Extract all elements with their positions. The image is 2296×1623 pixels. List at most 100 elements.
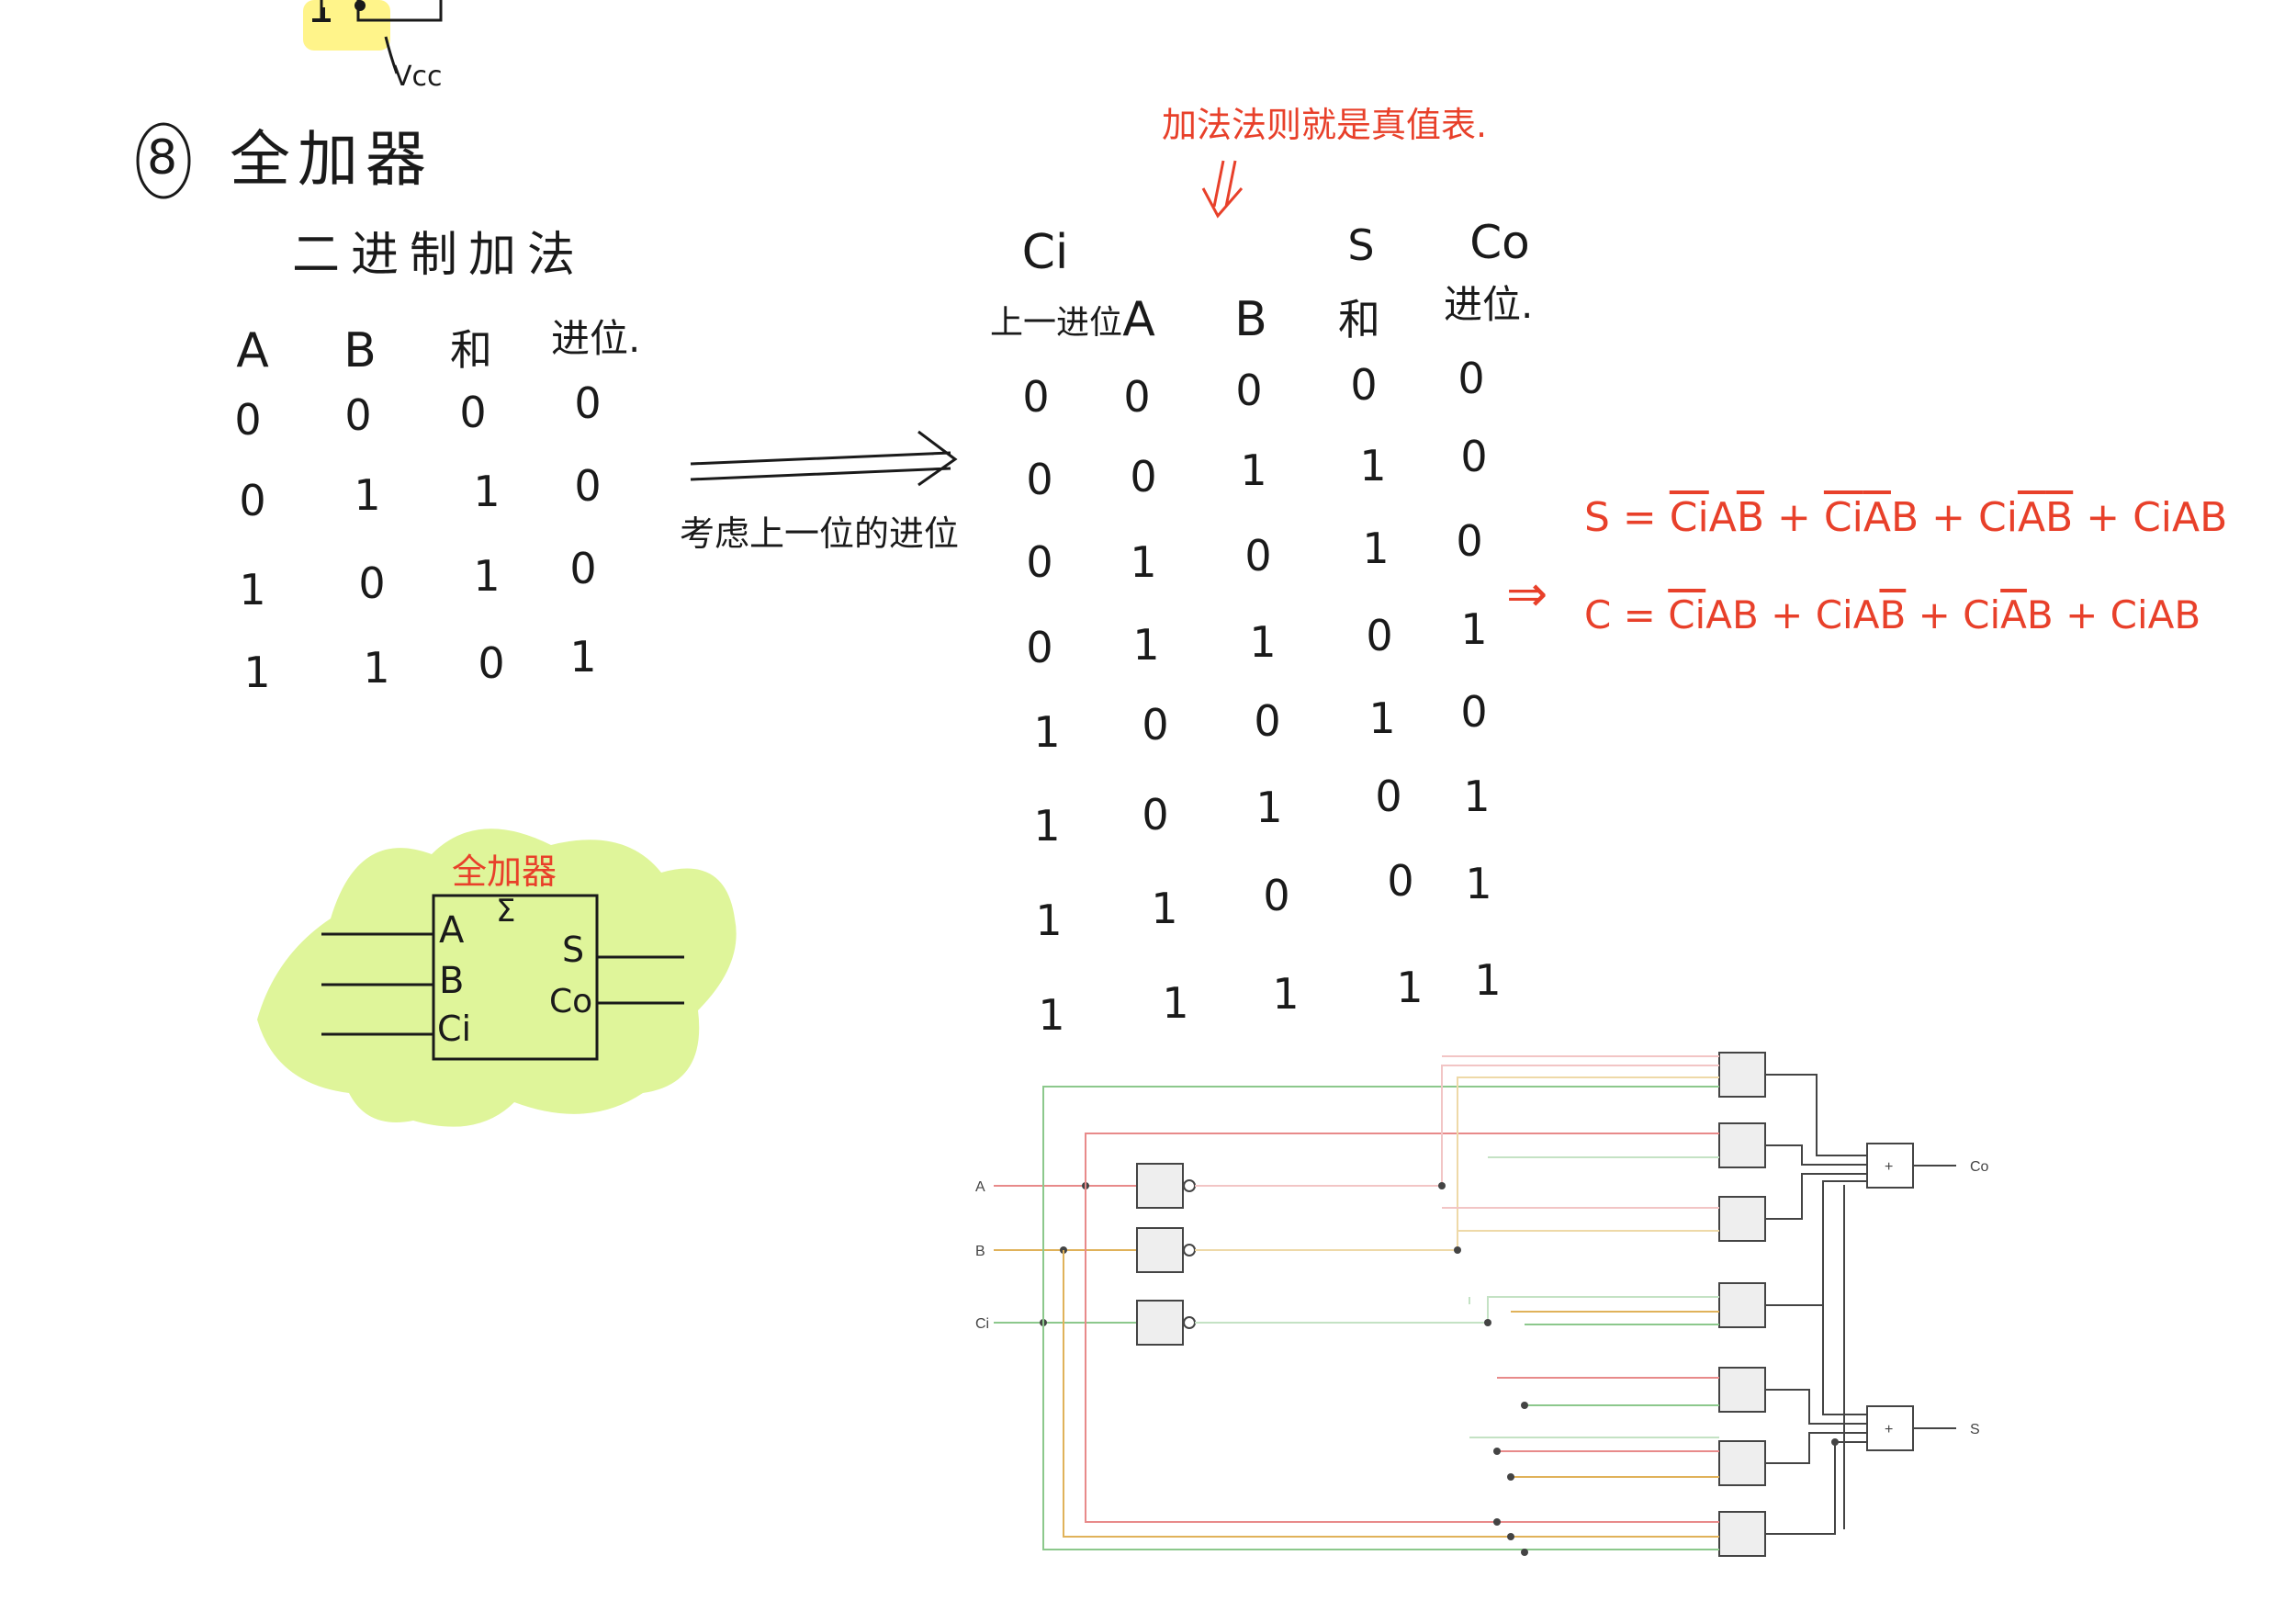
or-gate-symbol: +	[1885, 1422, 1893, 1437]
full-cell: 0	[1254, 696, 1281, 746]
literal-b: B	[1731, 592, 1759, 637]
literal-b: B	[2045, 494, 2074, 541]
circuit-input-label: A	[975, 1179, 985, 1195]
ci-trunk	[1042, 1086, 1719, 1323]
full-table-header-sum: 和	[1338, 295, 1380, 344]
plus-sign: +	[1906, 592, 1964, 637]
not-gate	[1136, 1227, 1184, 1273]
gate-output-wire	[1765, 1304, 1867, 1415]
full-cell: 0	[1123, 372, 1151, 422]
literal-b: B	[1890, 494, 1919, 541]
symbol-output-co: Co	[549, 983, 593, 1020]
junction-dot	[1521, 1549, 1528, 1556]
gate-output-wire	[1765, 1432, 1867, 1464]
full-table-top-s: S	[1347, 220, 1375, 270]
full-adder-block	[432, 894, 599, 1061]
subtitle: 二进制加法	[292, 228, 587, 283]
down-arrow	[1201, 160, 1244, 219]
gate-output-wire	[1765, 1074, 1867, 1156]
not-gate	[1136, 1163, 1184, 1209]
literal-b: B	[2174, 592, 2201, 637]
literal-b: B	[2200, 494, 2228, 541]
full-cell: 0	[1142, 790, 1169, 840]
or-gate	[1866, 1405, 1914, 1451]
sum-equation: S = CiAB + CiAB + CiAB + CiAB	[1584, 494, 2227, 541]
full-cell: 0	[1026, 455, 1053, 504]
full-cell: 1	[1132, 620, 1160, 670]
half-cell: 0	[459, 388, 487, 437]
full-cell: 0	[1460, 432, 1488, 481]
full-cell: 0	[1142, 700, 1169, 750]
full-cell: 1	[1033, 801, 1061, 851]
full-cell: 0	[1130, 452, 1157, 502]
literal-a: A	[2017, 494, 2046, 541]
full-table-top-ci: Ci	[1021, 225, 1069, 280]
full-cell: 0	[1235, 366, 1263, 415]
and-gate	[1718, 1282, 1766, 1328]
half-cell: 0	[478, 638, 505, 688]
half-cell: 0	[569, 544, 597, 593]
literal-a: A	[1863, 494, 1891, 541]
or-gate-symbol: +	[1885, 1159, 1893, 1175]
transform-arrow	[690, 430, 958, 487]
full-cell: 0	[1244, 531, 1272, 580]
implies-arrow: ⇒	[1506, 565, 1548, 623]
literal-ci: Ci	[2110, 592, 2148, 637]
full-table-header-b: B	[1234, 292, 1267, 347]
full-cell: 1	[1272, 969, 1300, 1019]
half-cell: 0	[239, 476, 266, 525]
plus-sign: +	[1764, 494, 1824, 541]
arrow-note: 考虑上一位的进位	[680, 513, 960, 554]
symbol-input-b: B	[439, 960, 465, 1002]
gate-output-wire	[1765, 1144, 1867, 1166]
literal-ci: Ci	[1668, 592, 1706, 637]
literal-a: A	[2147, 592, 2175, 637]
full-cell: 1	[1038, 990, 1065, 1040]
full-cell: 1	[1255, 783, 1283, 832]
sum-terms: CiAB + CiAB + CiAB + CiAB	[1670, 494, 2228, 541]
carry-lhs: C =	[1584, 592, 1656, 637]
full-cell: 0	[1026, 623, 1053, 672]
literal-a: A	[1852, 592, 1880, 637]
full-cell: 0	[1460, 687, 1488, 737]
full-cell: 0	[1458, 354, 1485, 403]
circuit-output-label: S	[1970, 1422, 1980, 1437]
plus-sign: +	[1919, 494, 1978, 541]
full-cell: 1	[1463, 772, 1491, 821]
full-table-header-a: A	[1122, 292, 1155, 347]
not-ci-wire	[1195, 1296, 1719, 1324]
symbol-input-a: A	[439, 909, 465, 952]
a-trunk	[1085, 1186, 1719, 1523]
inverter-bubble	[1183, 1316, 1196, 1329]
full-table-top-co: Co	[1469, 216, 1530, 269]
gate-output-wire	[1765, 1180, 1867, 1306]
symbol-output-wires	[597, 955, 684, 1005]
half-cell: 1	[239, 565, 266, 614]
not-gate	[1136, 1300, 1184, 1346]
carry-terms: CiAB + CiAB + CiAB + CiAB	[1668, 592, 2200, 637]
junction-dot	[1454, 1246, 1461, 1254]
half-cell: 1	[243, 648, 271, 697]
full-cell: 1	[1368, 693, 1396, 743]
literal-ci: Ci	[1963, 592, 2001, 637]
full-cell: 1	[1396, 963, 1424, 1012]
half-cell: 0	[358, 558, 386, 608]
and-gate	[1718, 1052, 1766, 1098]
vcc-label: Vcc	[393, 61, 443, 93]
literal-a: A	[1705, 592, 1732, 637]
symbol-sigma: Σ	[496, 893, 516, 930]
top-note: 加法法则就是真值表.	[1162, 105, 1488, 145]
ci-trunk	[1042, 1323, 1719, 1550]
and-gate	[1718, 1511, 1766, 1557]
not-a-wire	[1195, 1065, 1719, 1187]
gate-output-wire	[1765, 1173, 1867, 1220]
inverter-bubble	[1183, 1244, 1196, 1257]
circuit-input-label: Ci	[975, 1316, 989, 1332]
half-cell: 1	[569, 632, 597, 682]
full-cell: 1	[1362, 524, 1390, 573]
literal-ci: Ci	[1815, 592, 1853, 637]
full-cell: 0	[1375, 772, 1402, 821]
junction-dot	[1507, 1533, 1514, 1540]
